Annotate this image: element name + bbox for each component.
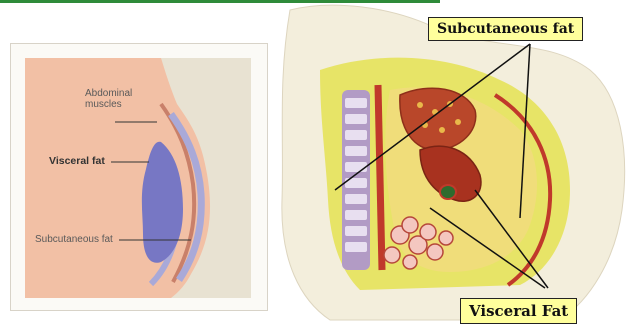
subcutaneous-fat-callout: Subcutaneous fat: [428, 17, 583, 41]
subcutaneous-fat-label: Subcutaneous fat: [35, 234, 113, 245]
simplified-abdomen-diagram: Abdominal muscles Visceral fat Subcutane…: [10, 43, 268, 311]
abdomen-silhouette: [11, 44, 267, 310]
abdominal-muscles-label: Abdominal muscles: [85, 88, 155, 110]
visceral-fat-label: Visceral fat: [49, 156, 105, 167]
spine: [342, 90, 370, 270]
small-organ: [440, 185, 456, 199]
anatomical-cross-section: [270, 0, 639, 327]
aorta: [378, 85, 382, 270]
visceral-fat-callout: Visceral Fat: [460, 298, 577, 324]
